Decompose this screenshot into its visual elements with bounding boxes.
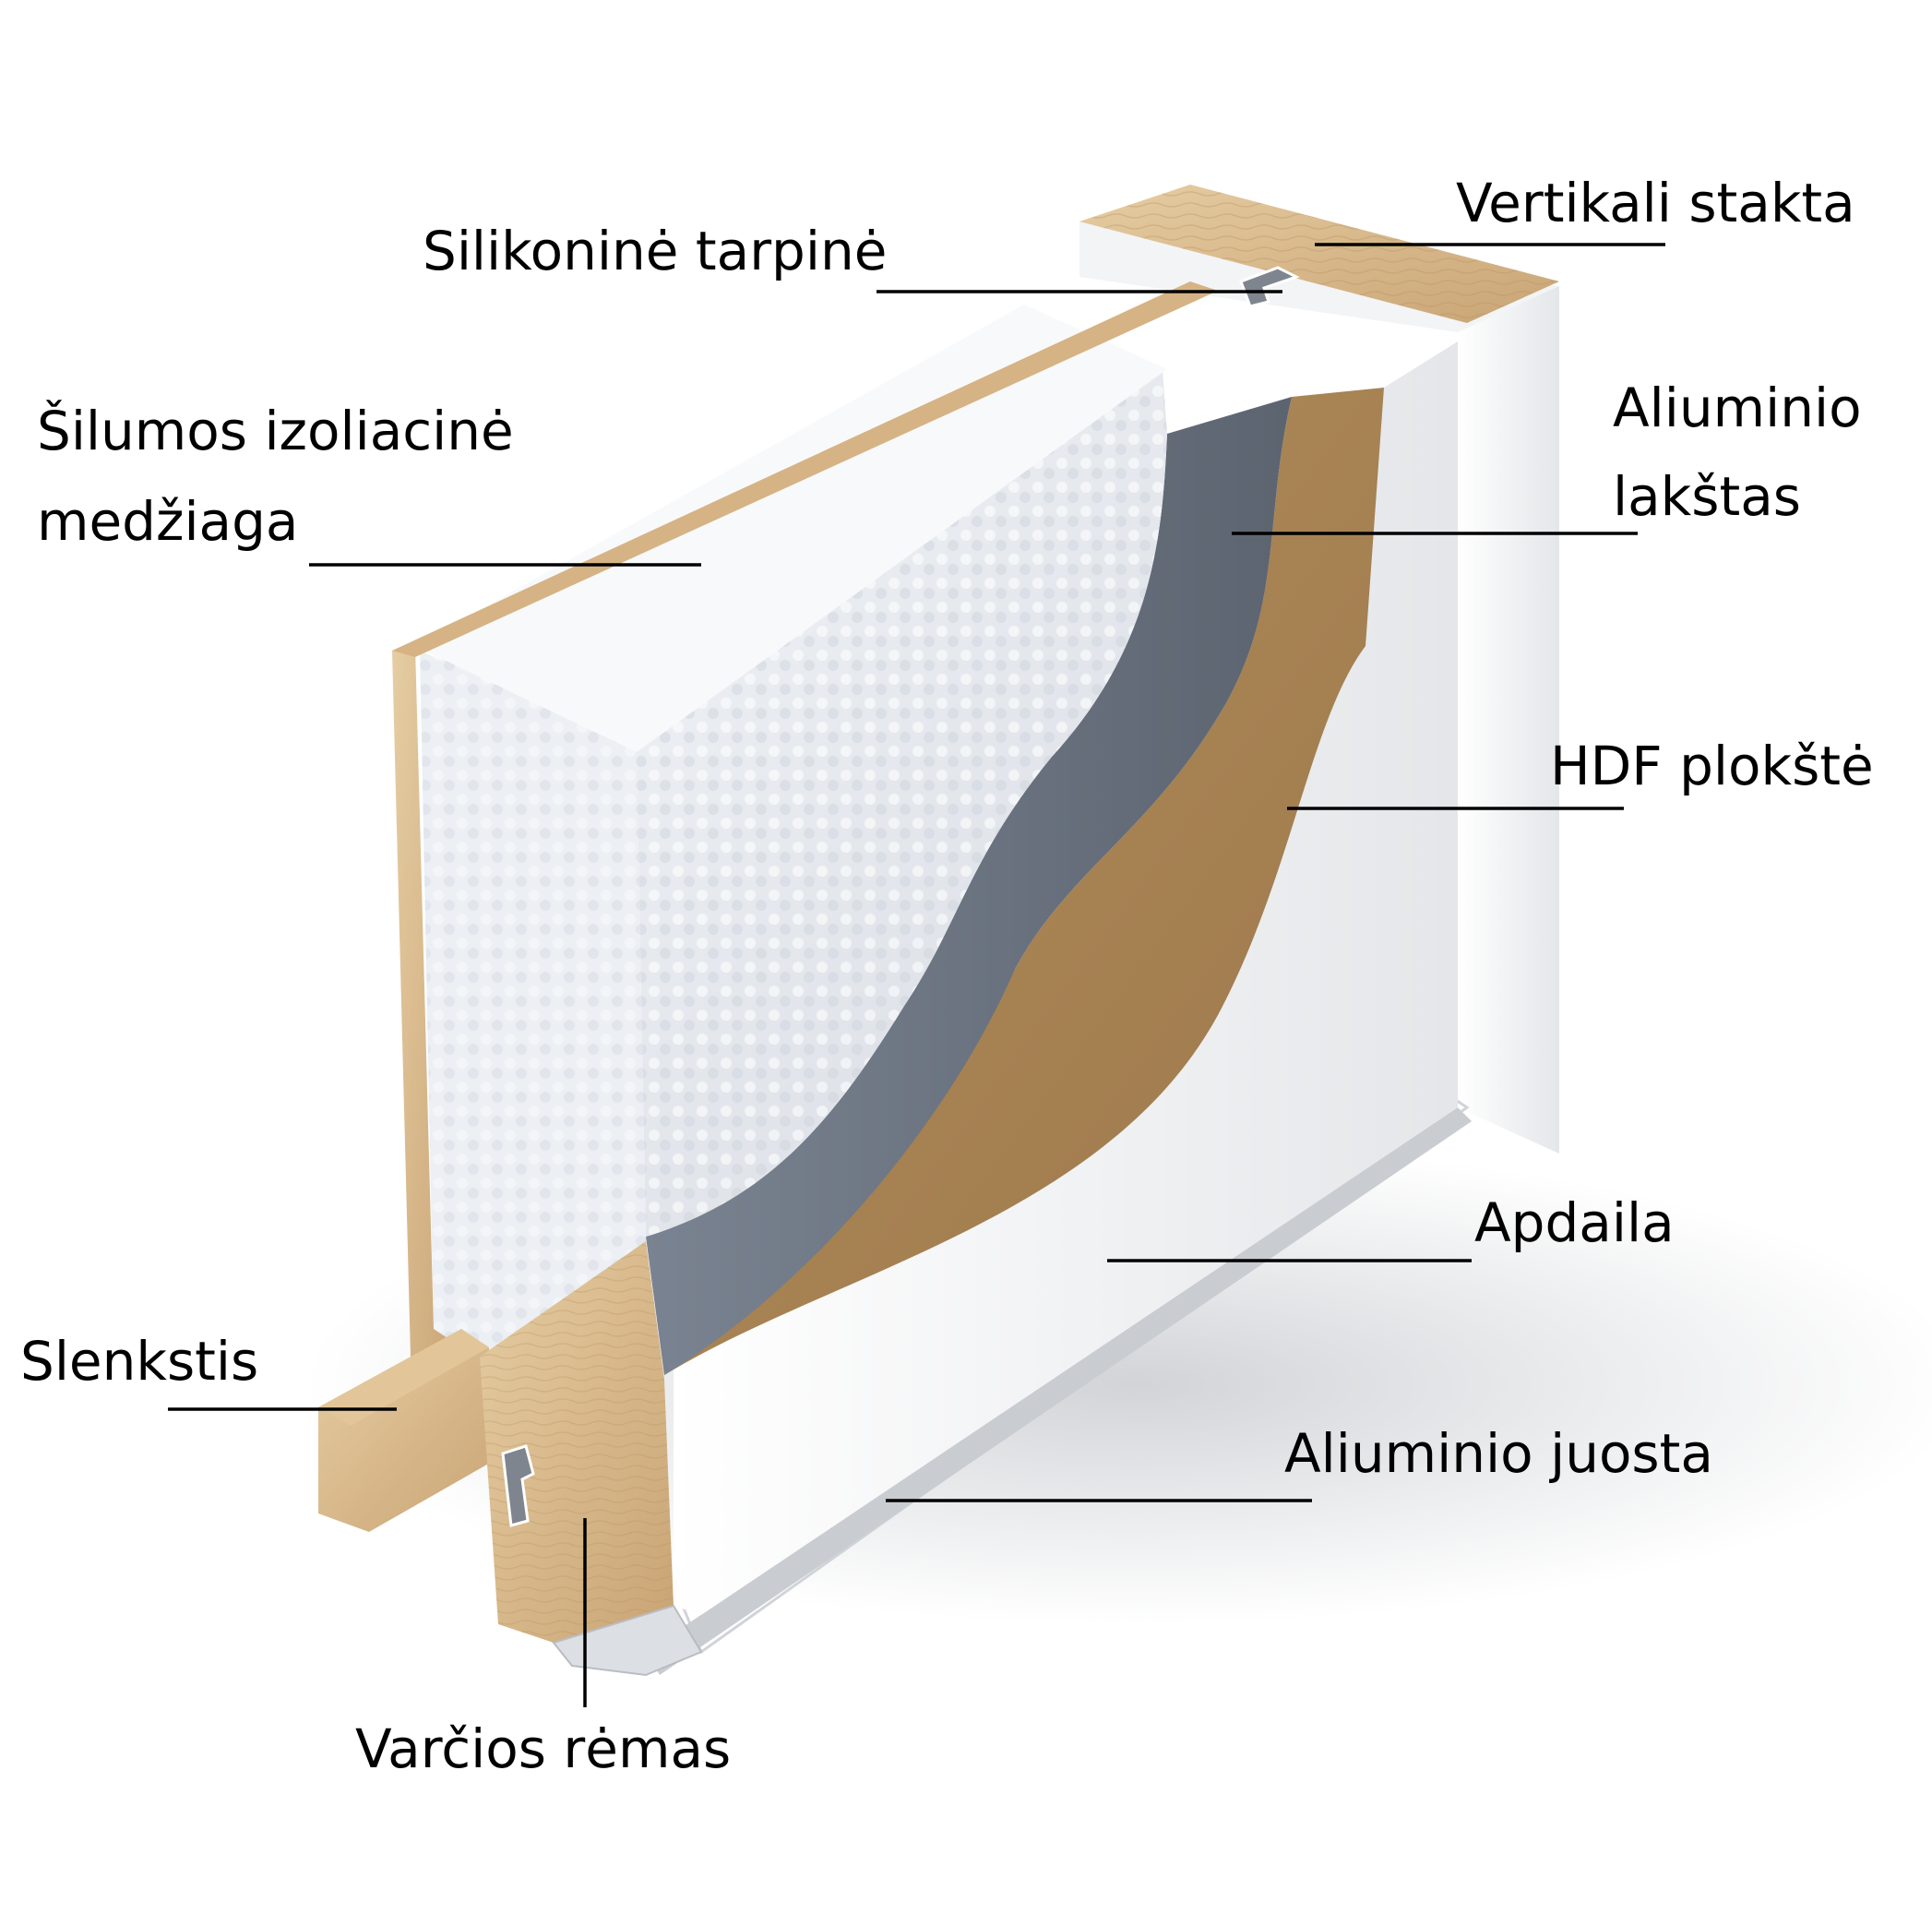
label-silumos-line2: medžiaga: [37, 490, 298, 553]
label-aliuminio-lakstas-line1: Aliuminio: [1613, 377, 1862, 439]
silicone-gasket-top: [1239, 266, 1300, 308]
label-aliuminio-lakstas-line2: lakštas: [1613, 465, 1801, 528]
label-silikonine-tarpine: Silikoninė tarpinė: [423, 220, 887, 282]
label-slenkstis: Slenkstis: [20, 1330, 258, 1393]
label-silumos-line1: Šilumos izoliacinė: [37, 399, 514, 462]
silicone-gasket-bottom: [501, 1444, 535, 1527]
foam-front-face-texture: [420, 651, 646, 1361]
sash-frame-left: [392, 646, 461, 1361]
bottom-aluminium-rail: [552, 1604, 703, 1677]
label-vertikali-stakta: Vertikali stakta: [1456, 172, 1855, 234]
threshold-top: [318, 1329, 489, 1426]
label-varcios-remas: Varčios rėmas: [355, 1717, 731, 1780]
label-hdf-plokste: HDF plokštė: [1550, 735, 1874, 797]
white-frame-side: [1458, 286, 1559, 1154]
sash-frame-bottom-grain: [480, 1241, 674, 1643]
aluminium-foil: [646, 397, 1292, 1375]
label-aliuminio-juosta: Aliuminio juosta: [1284, 1422, 1713, 1485]
threshold: [318, 1329, 498, 1532]
foam-top-face: [415, 305, 1167, 752]
leader-lines: [168, 243, 1665, 1707]
label-apdaila: Apdaila: [1474, 1191, 1675, 1254]
vertical-jamb-top-grain: [1079, 185, 1559, 323]
aluminium-strip: [646, 1107, 1472, 1675]
